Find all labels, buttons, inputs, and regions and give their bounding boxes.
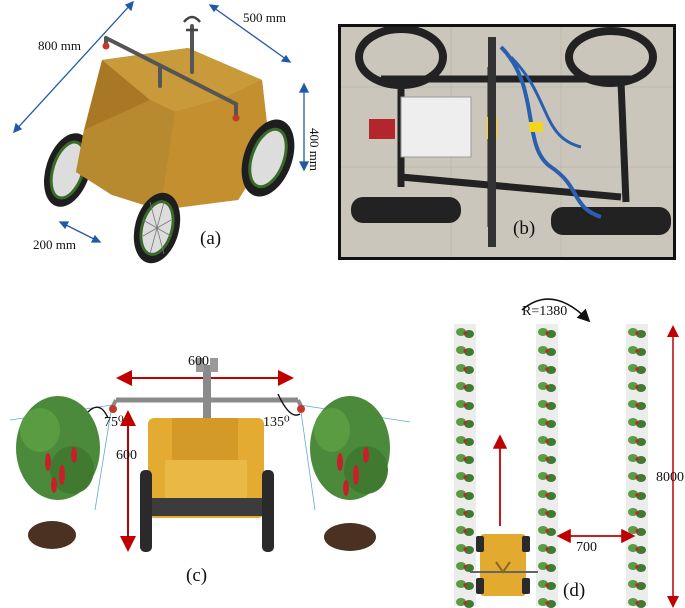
row-plant-icon [456, 598, 474, 608]
dim-height: 400 mm [307, 128, 322, 171]
row-plant-icon [628, 382, 646, 392]
row-plant-icon [538, 400, 556, 410]
dim-span: 600 [188, 354, 209, 369]
row-plant-icon [456, 328, 474, 338]
row-plant-icon [456, 346, 474, 356]
row-plant-icon [628, 436, 646, 446]
row-plant-icon [538, 346, 556, 356]
panel-a-label: (a) [200, 228, 222, 249]
row-plant-icon [538, 436, 556, 446]
row-plant-icon [628, 598, 646, 608]
row-plant-icon [628, 580, 646, 590]
row-plant-icon [538, 472, 556, 482]
row-plant-icon [628, 508, 646, 518]
dim-turn-radius: R=1380 [522, 304, 568, 319]
row-plant-icon [456, 544, 474, 554]
row-plant-icon [456, 364, 474, 374]
row-plant-icon [538, 382, 556, 392]
robot-3d-render [13, 0, 310, 264]
row-plant-icon [538, 328, 556, 338]
row-plant-icon [628, 418, 646, 428]
row-plant-icon [538, 490, 556, 500]
row-plant-icon [628, 562, 646, 572]
panel-d: R=1380 8000 700 (d) [430, 290, 685, 608]
row-plant-icon [628, 454, 646, 464]
row-plant-icon [538, 418, 556, 428]
panel-c-label: (c) [186, 565, 208, 586]
row-plant-icon [456, 526, 474, 536]
row-plant-icon [538, 364, 556, 374]
angle-right: 135⁰ [263, 415, 290, 430]
dim-length: 800 mm [38, 38, 81, 53]
row-plant-icon [456, 400, 474, 410]
dim-robot-height: 600 [116, 448, 137, 463]
row-plant-icon [456, 508, 474, 518]
row-plant-icon [538, 526, 556, 536]
panel-a: 800 mm 500 mm 400 mm 200 mm (a) [0, 0, 330, 270]
row-plant-icon [538, 562, 556, 572]
row-plant-icon [538, 508, 556, 518]
row-plant-icon [456, 418, 474, 428]
row-plant-icon [456, 562, 474, 572]
row-plant-icon [456, 472, 474, 482]
row-plant-icon [538, 544, 556, 554]
dim-row-spacing: 700 [576, 540, 597, 555]
row-plant-icon [628, 472, 646, 482]
dim-wheel: 200 mm [33, 237, 76, 252]
row-plant-icon [456, 454, 474, 464]
panel-b: (b) [338, 24, 676, 260]
row-plant-icon [456, 436, 474, 446]
robot-photo [341, 27, 673, 257]
row-plant-icon [628, 328, 646, 338]
row-plant-icon [456, 490, 474, 500]
front-view-diagram [9, 358, 411, 552]
panel-b-label: (b) [513, 218, 536, 239]
dim-row-length: 8000 [656, 470, 684, 485]
row-plant-icon [628, 400, 646, 410]
row-plant-icon [628, 490, 646, 500]
pepper-plant-right [310, 396, 390, 551]
field-layout-diagram [454, 298, 679, 608]
row-plant-icon [628, 346, 646, 356]
row-plant-icon [628, 364, 646, 374]
row-plant-icon [538, 598, 556, 608]
row-plant-icon [538, 454, 556, 464]
panel-c: 600 600 75⁰ 135⁰ (c) [0, 330, 420, 608]
row-plant-icon [456, 382, 474, 392]
pepper-plant-left [16, 396, 100, 549]
row-plant-icon [628, 544, 646, 554]
panel-d-label: (d) [563, 580, 586, 601]
angle-left: 75⁰ [104, 415, 124, 430]
row-plant-icon [456, 580, 474, 590]
row-plant-icon [538, 580, 556, 590]
dim-width: 500 mm [243, 10, 286, 25]
